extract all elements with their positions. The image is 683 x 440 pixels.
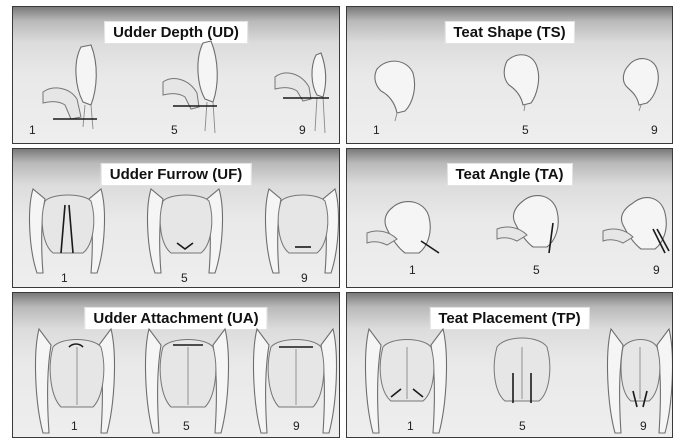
teat-placement-illustrations [347,293,673,438]
teat-angle-figure-1 [367,202,439,253]
teat-angle-figure-5 [497,196,558,253]
score-label: 1 [373,123,380,137]
udder-furrow-figure-1 [30,189,105,273]
panel-udder-furrow: Udder Furrow (UF) 1 5 9 [12,148,340,288]
udder-furrow-figure-9 [266,189,339,273]
score-label: 9 [651,123,658,137]
teat-shape-figure-5 [504,55,538,111]
panel-teat-placement: Teat Placement (TP) 1 5 9 [346,292,673,438]
panel-teat-angle: Teat Angle (TA) 1 5 9 [346,148,673,288]
teat-shape-illustrations [347,7,673,144]
teat-shape-figure-9 [623,59,658,111]
panel-udder-attachment: Udder Attachment (UA) 1 5 9 [12,292,340,438]
udder-attachment-figure-5 [146,329,229,433]
score-label: 1 [71,419,78,433]
udder-depth-figure-9 [275,53,329,133]
teat-angle-illustrations [347,149,673,288]
score-label: 1 [29,123,36,137]
udder-attachment-illustrations [13,293,340,438]
score-label: 9 [640,419,647,433]
panel-udder-depth: Udder Depth (UD) 1 5 9 [12,6,340,144]
teat-placement-figure-5 [494,338,550,403]
udder-attachment-figure-1 [36,329,115,433]
score-label: 5 [183,419,190,433]
score-label: 1 [407,419,414,433]
score-label: 5 [533,263,540,277]
udder-depth-figure-1 [43,45,97,129]
panel-teat-shape: Teat Shape (TS) 1 5 9 [346,6,673,144]
udder-depth-figure-5 [163,41,217,133]
udder-attachment-figure-9 [254,329,337,433]
score-label: 5 [181,271,188,285]
score-label: 1 [61,271,68,285]
teat-angle-figure-9 [603,198,669,253]
udder-furrow-figure-5 [148,189,223,273]
score-label: 5 [519,419,526,433]
score-label: 5 [171,123,178,137]
score-label: 9 [293,419,300,433]
score-label: 1 [409,263,416,277]
udder-furrow-illustrations [13,149,340,288]
teat-shape-figure-1 [375,61,415,121]
score-label: 9 [301,271,308,285]
score-label: 5 [522,123,529,137]
score-label: 9 [653,263,660,277]
teat-placement-figure-9 [608,329,673,433]
teat-placement-figure-1 [366,329,447,433]
score-label: 9 [299,123,306,137]
